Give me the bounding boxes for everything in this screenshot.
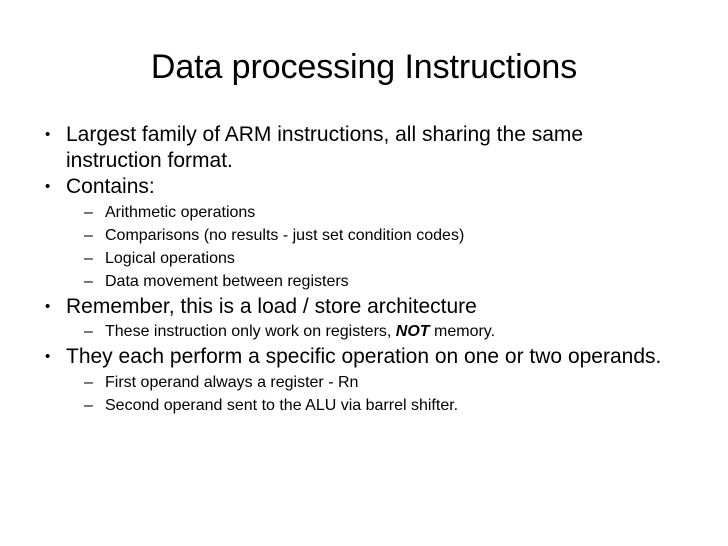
bullet-text: Largest family of ARM instructions, all … [66,123,584,172]
sub-bullet-text: Data movement between registers [105,272,349,290]
sub-bullet-item: – Arithmetic operations [0,201,728,224]
bullet-marker-icon: • [45,297,51,315]
dash-marker-icon: – [84,249,93,267]
sub-bullet-text: Logical operations [105,249,235,267]
bullet-text: They each perform a specific operation o… [66,345,662,368]
dash-marker-icon: – [84,203,93,221]
slide-body: • Largest family of ARM instructions, al… [0,122,728,417]
page-title: Data processing Instructions [150,48,578,86]
dash-marker-icon: – [84,226,93,244]
dash-marker-icon: – [84,373,93,391]
sub-bullet-text-after: memory. [429,323,496,340]
bullet-text: Remember, this is a load / store archite… [66,294,477,318]
bullet-marker-icon: • [45,348,51,365]
sub-bullet-item: – Logical operations [0,247,728,270]
bullet-marker-icon: • [45,178,51,195]
sub-bullet-item: – Second operand sent to the ALU via bar… [0,394,728,417]
bullet-marker-icon: • [45,126,51,143]
sub-bullet-text: First operand always a register - Rn [105,373,359,391]
bullet-item: • They each perform a specific operation… [0,344,728,370]
sub-bullet-text: Comparisons (no results - just set condi… [105,226,465,244]
sub-bullet-item: – These instruction only work on registe… [0,320,728,343]
bullet-item: • Contains: [0,174,728,200]
dash-marker-icon: – [84,396,93,414]
sub-bullet-text-before: These instruction only work on registers… [105,323,396,340]
sub-bullet-item: – Data movement between registers [0,270,728,293]
bullet-text: Contains: [66,175,155,198]
bullet-item: • Remember, this is a load / store archi… [0,294,728,320]
dash-marker-icon: – [84,272,93,290]
sub-bullet-item: – First operand always a register - Rn [0,371,728,394]
sub-bullet-text: Arithmetic operations [105,203,256,221]
sub-bullet-text: Second operand sent to the ALU via barre… [105,396,459,414]
emphasis-not: NOT [395,323,430,340]
bullet-item: • Largest family of ARM instructions, al… [0,122,728,173]
sub-bullet-item: – Comparisons (no results - just set con… [0,224,728,247]
sub-bullet-text: These instruction only work on registers… [105,320,688,343]
dash-marker-icon: – [84,323,93,340]
